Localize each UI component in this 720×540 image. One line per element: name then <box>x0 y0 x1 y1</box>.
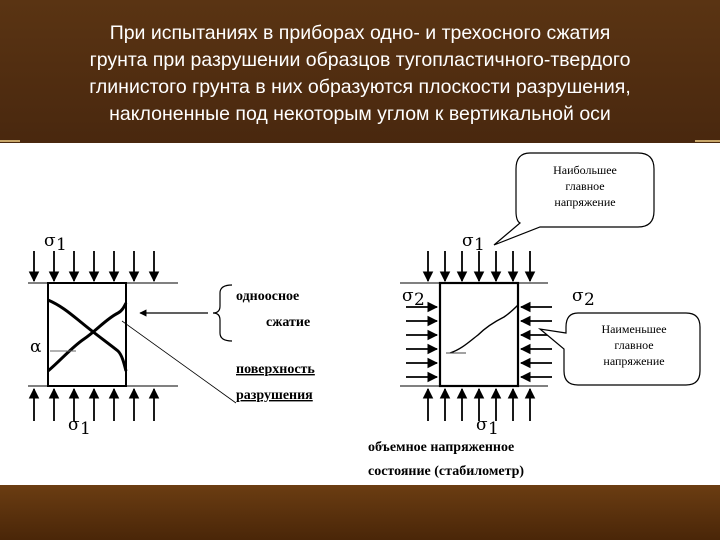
diagram-svg: σ 1 α σ 1 одноосное сжатие поверхность р… <box>28 152 701 479</box>
top-load-arrows-right <box>422 251 536 283</box>
uniaxial-sample <box>47 282 127 387</box>
alpha-label: α <box>30 337 42 357</box>
callout-major-line1: Наибольшее <box>553 163 617 177</box>
callout-minor-line2: главное <box>614 338 653 352</box>
pointer-line-failure-surface <box>121 320 237 404</box>
callout-minor-stress <box>537 312 701 386</box>
failure-plane-1 <box>47 298 128 372</box>
failure-plane-triaxial <box>449 304 519 354</box>
bottom-load-arrows-right <box>422 387 536 421</box>
label-uniaxial: одноосное <box>236 289 299 304</box>
callout-major-stress <box>493 152 655 246</box>
triaxial-diagram: σ 1 σ 2 σ 2 σ 1 Наибольшее главное напря… <box>368 152 701 479</box>
title-line: наклоненные под некоторым углом к вертик… <box>109 103 611 125</box>
slide-footer-bar <box>0 485 720 540</box>
sigma2-right-subscript: 2 <box>584 290 595 310</box>
sigma1-bottom-subscript-right: 1 <box>488 419 499 439</box>
sigma1-bottom-symbol-right: σ <box>476 415 488 435</box>
label-failure-surface-1: поверхность <box>236 362 315 377</box>
label-failure-surface-2: разрушения <box>236 388 313 403</box>
sigma2-left-subscript: 2 <box>414 290 425 310</box>
diagram-panel: σ 1 α σ 1 одноосное сжатие поверхность р… <box>0 143 720 485</box>
right-lateral-arrows <box>519 301 552 383</box>
decorative-line-left <box>0 140 20 142</box>
bottom-load-arrows <box>28 387 160 421</box>
callout-major-line2: главное <box>565 179 604 193</box>
sigma1-top-subscript-right: 1 <box>474 235 485 255</box>
uniaxial-diagram: σ 1 α σ 1 одноосное сжатие поверхность р… <box>28 231 315 439</box>
callout-minor-line3: напряжение <box>603 354 664 368</box>
sigma2-left-symbol: σ <box>402 286 414 306</box>
failure-plane-2 <box>47 302 128 373</box>
title-line: грунта при разрушении образцов тугопласт… <box>89 49 631 71</box>
caption-line2: состояние (стабилометр) <box>368 464 524 479</box>
decorative-line-right <box>695 140 720 142</box>
top-load-arrows <box>28 251 160 283</box>
title-line: глинистого грунта в них образуются плоск… <box>89 76 631 98</box>
callout-minor-line1: Наименьшее <box>601 322 666 336</box>
sigma2-right-symbol: σ <box>572 286 584 306</box>
left-lateral-arrows <box>406 301 439 383</box>
callout-major-line3: напряжение <box>554 195 615 209</box>
sigma1-top-symbol: σ <box>44 231 56 251</box>
label-compression: сжатие <box>266 315 310 330</box>
curly-brace <box>212 284 233 342</box>
slide-title: При испытаниях в приборах одно- и трехос… <box>20 20 700 128</box>
caption-line1: объемное напряженное <box>368 440 514 455</box>
sigma1-bottom-subscript: 1 <box>80 419 91 439</box>
sigma1-bottom-symbol: σ <box>68 415 80 435</box>
title-line: При испытаниях в приборах одно- и трехос… <box>109 22 611 44</box>
sigma1-top-subscript: 1 <box>56 235 67 255</box>
sigma1-top-symbol-right: σ <box>462 231 474 251</box>
